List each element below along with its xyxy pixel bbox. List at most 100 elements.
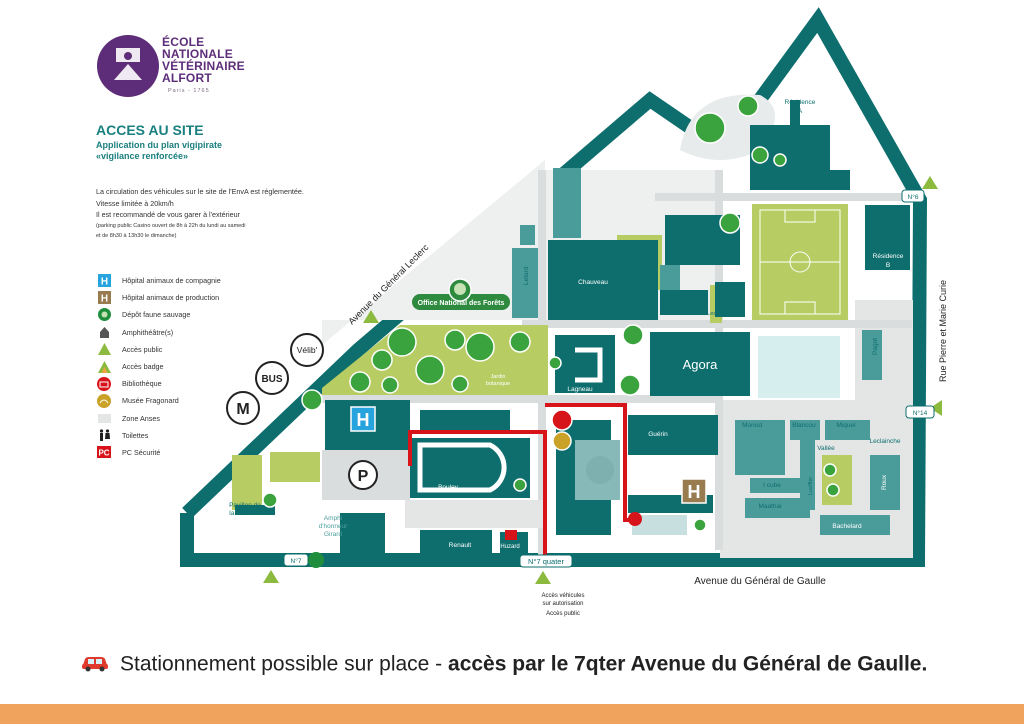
gate-n7-label: N°7: [291, 557, 302, 565]
label-agora: Agora: [683, 357, 718, 372]
museum-map-icon: [552, 431, 572, 451]
gate-n7-quater-label: N°7 quater: [528, 557, 564, 566]
label-huzard: Huzard: [500, 544, 519, 550]
metro-label: M: [236, 401, 249, 418]
legend-item: H Hôpital animaux de production: [96, 289, 296, 306]
info-line1: La circulation des véhicules sur le site…: [96, 187, 304, 196]
label-pavillon: Pavillon de: [229, 502, 261, 509]
info-line2: Vitesse limitée à 20km/h: [96, 198, 174, 208]
velib-label: Vélib': [297, 345, 318, 355]
legend-label: Accès badge: [122, 362, 164, 372]
campus-border-bottom: [180, 513, 558, 567]
subtitle-line1: Application du plan vigipirate: [96, 140, 223, 150]
school-seal-icon: [97, 35, 159, 97]
info-line3: Il est recommandé de vous garer à l'exté…: [96, 210, 240, 219]
pc-security-icon: PC: [96, 445, 112, 459]
vehicle-access-line2: sur autorisation: [542, 601, 583, 607]
label-lagneau: Lagneau: [567, 386, 593, 393]
street-curie: Rue Pierre et Marie Curie: [938, 280, 948, 382]
traffic-info: La circulation des véhicules sur le site…: [96, 186, 326, 241]
toilets-icon: [96, 428, 112, 442]
label-chauveau: Chauveau: [578, 279, 608, 286]
field-lines: [759, 209, 841, 315]
legend-label: Musée Fragonard: [122, 396, 179, 406]
label-residence-b: Résidence: [873, 253, 904, 260]
page-title: ACCES AU SITE: [96, 122, 204, 138]
label-pavillon-2: la direction: [229, 510, 261, 517]
label-nocard: Nocard: [635, 501, 656, 508]
vigipirate-subtitle: Application du plan vigipirate «vigilanc…: [96, 140, 276, 162]
label-residence-b-letter: B: [886, 262, 890, 269]
legend-item: Musée Fragonard: [96, 392, 296, 409]
street-gaulle: Avenue du Général de Gaulle: [694, 576, 826, 587]
label-bressou: Bressou: [663, 310, 687, 317]
school-logo: [96, 34, 246, 98]
legend-item: Zone Anses: [96, 410, 296, 427]
legend-label: Zone Anses: [122, 413, 160, 423]
legend-label: PC Sécurité: [122, 447, 161, 457]
legend-item: H Hôpital animaux de compagnie: [96, 272, 296, 289]
road-middle: [322, 395, 722, 403]
courtyard-lawn: [270, 452, 320, 482]
legend-label: Bibliothèque: [122, 379, 162, 389]
label-residence-a: Résidence: [785, 99, 816, 106]
svg-text:H: H: [688, 482, 701, 502]
svg-text:H: H: [100, 294, 107, 305]
legend-label: Amphithéâtre(s): [122, 327, 174, 337]
h-brown-icon: H: [96, 291, 112, 305]
label-icube: I cube: [763, 482, 781, 489]
legend-label: Toilettes: [122, 430, 149, 440]
label-amphi: Amphi: [324, 515, 342, 522]
subtitle-line2: «vigilance renforcée»: [96, 151, 189, 161]
pc-map-icon: [505, 530, 517, 540]
label-amphi-2: d'honneur: [319, 523, 349, 530]
info-line5: et de 8h30 à 13h30 le dimanche): [96, 232, 177, 239]
svg-text:H: H: [357, 410, 370, 430]
label-maathai: Maathai: [758, 503, 781, 510]
label-leclainche: Leclainche: [869, 438, 900, 445]
legend-label: Hôpital animaux de production: [122, 293, 220, 303]
svg-text:PC: PC: [98, 449, 109, 458]
label-cadiot: Cadiot: [381, 435, 400, 442]
legend-item: Bibliothèque: [96, 375, 296, 392]
amphitheatre-icon: [96, 325, 112, 339]
parking-note: Stationnement possible sur place - accès…: [80, 652, 927, 678]
label-roux: Roux: [881, 474, 888, 490]
legend-item: Accès badge: [96, 358, 296, 375]
legend-item: PC PC Sécurité: [96, 444, 296, 461]
h-blue-icon: H: [96, 274, 112, 288]
school-name: ÉCOLE NATIONALE VÉTÉRINAIRE ALFORT: [162, 36, 245, 84]
vehicle-access-line3: Accès public: [546, 611, 580, 617]
label-lueffler: Lueffler: [808, 477, 814, 495]
wildlife-map-icon: [308, 552, 324, 568]
footer-bar: [0, 704, 1024, 724]
svg-text:P: P: [358, 468, 369, 485]
legend-item: Toilettes: [96, 427, 296, 444]
label-residence-a-letter: A: [798, 108, 803, 115]
library-icon: [96, 376, 112, 391]
label-monod: Monod: [742, 422, 762, 429]
car-icon: [80, 652, 110, 678]
gate-n14-label: N°14: [913, 409, 928, 417]
bouley-track: [417, 442, 507, 493]
label-letard: Letard: [523, 266, 530, 285]
school-name-line3: VÉTÉRINAIRE: [162, 59, 245, 73]
legend-item: Dépôt faune sauvage: [96, 306, 296, 323]
vallee-lawn: [822, 455, 852, 505]
legend-label: Hôpital animaux de compagnie: [122, 276, 221, 286]
access-route-west: [408, 430, 547, 555]
library-map-icon: [551, 409, 573, 431]
museum-icon: [96, 393, 112, 408]
label-jardin: Jardin: [491, 374, 506, 380]
school-name-line4: ALFORT: [162, 71, 212, 85]
road-north: [655, 193, 905, 201]
label-amphi-3: Girard: [324, 531, 342, 538]
pavillon-lawn: [232, 455, 262, 510]
svg-text:H: H: [100, 277, 107, 288]
label-guerin: Guérin: [648, 431, 668, 438]
gate-n6-label: N°6: [908, 193, 919, 201]
road-south: [405, 500, 545, 528]
destination-marker: [628, 512, 642, 526]
label-jardin-2: botanique: [486, 381, 510, 387]
